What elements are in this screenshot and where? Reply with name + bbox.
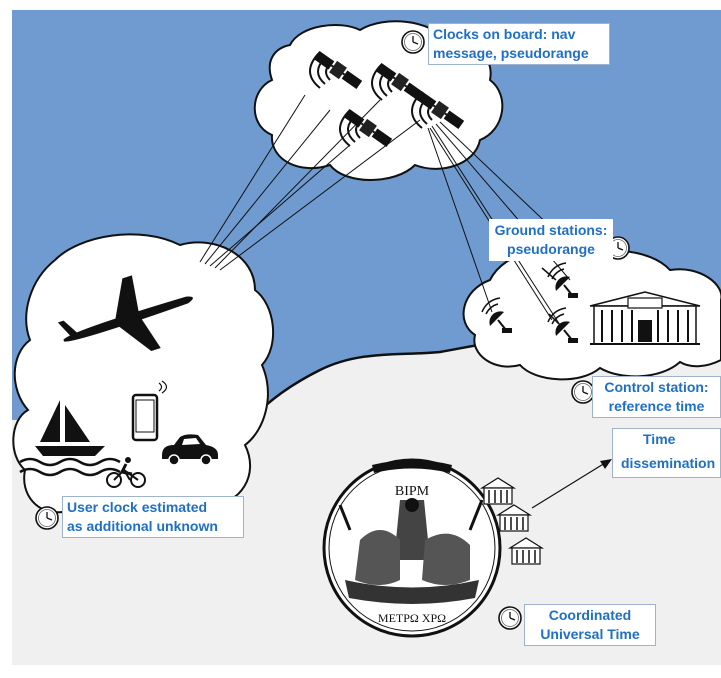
satellite-clocks-label: Clocks on board: nav message, pseudorang… — [428, 23, 610, 65]
bipm-seal: BIPM ΜΕΤΡΩ ΧΡΩ — [322, 458, 502, 638]
utc-line1: Coordinated — [548, 607, 632, 623]
utc-line2: Universal Time — [540, 626, 640, 642]
ground-stations-line2: pseudorange — [507, 241, 595, 257]
sailboat-icon — [19, 400, 121, 477]
smartphone-icon — [131, 380, 168, 442]
user-clock-line1: User clock estimated — [67, 499, 208, 515]
time-dissemination-line2: dissemination — [621, 455, 716, 471]
time-dissemination-line1: Time — [643, 431, 676, 447]
ground-stations-label: Ground stations: pseudorange — [489, 219, 613, 261]
ground-stations-line1: Ground stations: — [494, 222, 608, 238]
cyclist-icon — [106, 457, 146, 488]
utc-label: Coordinated Universal Time — [524, 604, 656, 646]
clock-icon — [498, 606, 522, 630]
dissemination-arrow — [531, 459, 612, 509]
arrow-to-antenna — [548, 313, 560, 325]
control-station-line2: reference time — [608, 398, 705, 414]
satellite-clocks-line1: Clocks on board: nav — [433, 26, 576, 42]
building-icon — [589, 291, 701, 345]
user-clock-label: User clock estimated as additional unkno… — [62, 496, 244, 538]
clock-icon — [571, 380, 595, 404]
clock-icon — [401, 30, 425, 54]
seal-top-text: BIPM — [395, 484, 430, 499]
user-clock-line2: as additional unknown — [67, 518, 218, 534]
control-station-line1: Control station: — [604, 379, 709, 395]
signal-lines-user — [199, 94, 421, 271]
control-station-label: Control station: reference time — [592, 376, 721, 418]
time-dissemination-label: Time dissemination — [612, 428, 721, 478]
airplane-icon — [57, 275, 193, 352]
clock-icon — [35, 506, 59, 530]
arrow-to-antenna — [541, 267, 557, 281]
seal-bottom-text: ΜΕΤΡΩ ΧΡΩ — [378, 611, 446, 625]
car-icon — [162, 434, 218, 466]
satellite-clocks-line2: message, pseudorange — [433, 45, 589, 61]
